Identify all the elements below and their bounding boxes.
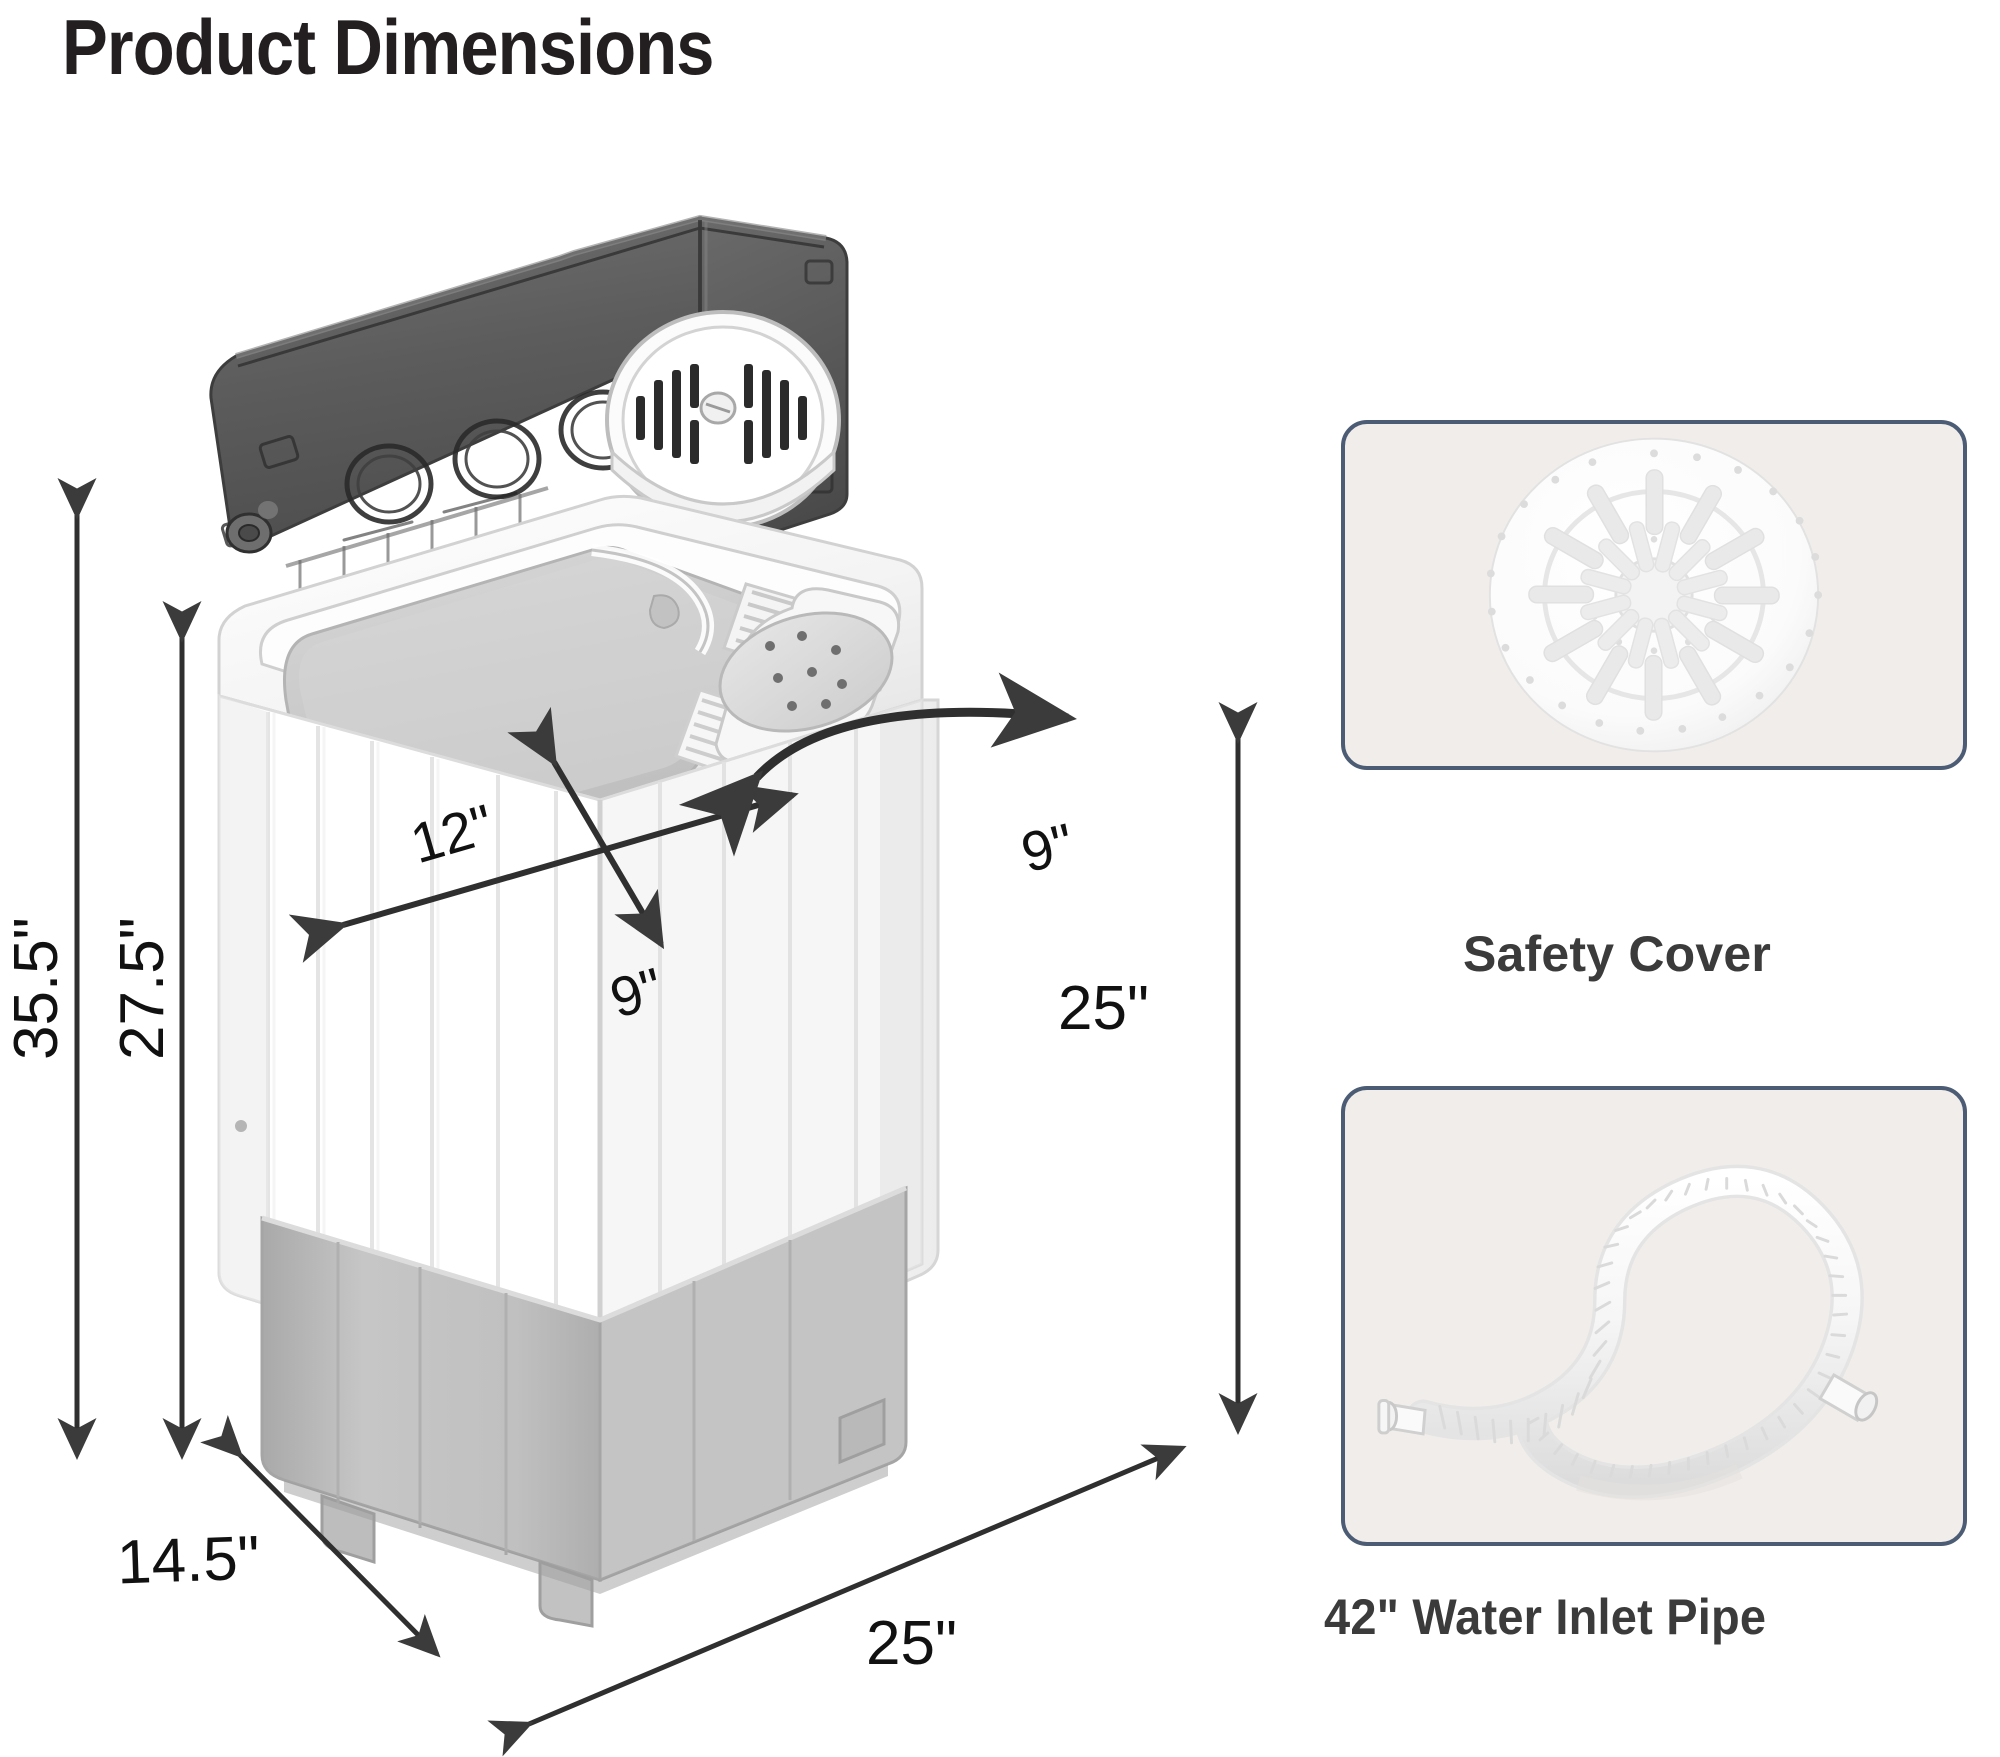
accessory-caption-safety-cover: Safety Cover	[1463, 926, 1772, 982]
dimension-label-width-bottom: 25"	[866, 1609, 957, 1678]
arrow-width-bottom	[487, 1444, 1187, 1757]
arrow-spin-basket-diameter	[678, 672, 1077, 857]
page-title: Product Dimensions	[62, 3, 714, 91]
hose-right-connector	[1818, 1372, 1879, 1423]
arrow-depth	[200, 1414, 441, 1658]
water-inlet-pipe-image	[1377, 1164, 1879, 1501]
dimension-label-depth: 14.5"	[115, 1523, 261, 1598]
dimension-label-body-height: 27.5"	[108, 917, 177, 1060]
arrow-wash-tub-depth	[507, 706, 665, 950]
hose-left-connector	[1377, 1399, 1427, 1436]
accessory-caption-water-inlet-pipe: 42" Water Inlet Pipe	[1324, 1589, 1767, 1645]
accessory-card-safety-cover	[1341, 420, 1967, 770]
safety-cover-image	[1486, 437, 1823, 753]
dimension-label-width-side: 25"	[1058, 974, 1149, 1043]
dimension-label-overall-height: 35.5"	[2, 917, 71, 1060]
accessory-card-water-inlet-pipe	[1341, 1086, 1967, 1546]
spin-basket-cover	[605, 310, 841, 530]
